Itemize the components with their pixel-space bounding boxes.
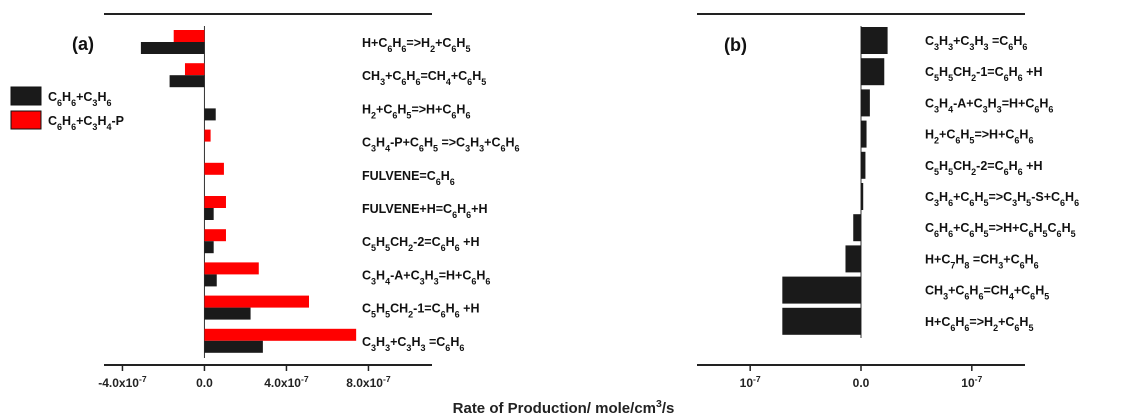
bar-black <box>140 42 205 54</box>
legend-label: C6H6+C3H4-P <box>48 114 124 132</box>
bar-red <box>204 229 226 242</box>
category-label: C5H5CH2-2=C6H6 +H <box>362 235 480 253</box>
bar-black <box>204 241 214 254</box>
category-label: FULVENE=C6H6 <box>362 169 455 187</box>
bar <box>845 245 861 273</box>
x-tick-label: 10-7 <box>961 374 982 390</box>
category-label: H+C6H6=>H2+C6H5 <box>925 315 1033 333</box>
x-tick-label: 4.0x10-7 <box>264 374 309 390</box>
x-tick-label: 8.0x10-7 <box>346 374 391 390</box>
chart-canvas: -4.0x10-7 0.0 4.0x10-7 8.0x10-7 (a) H+C6H6=>H… <box>10 13 1079 390</box>
bar-black <box>204 208 214 220</box>
bar-black <box>204 307 251 320</box>
category-label: C6H6+C6H5=>H+C6H5C6H5 <box>925 221 1076 239</box>
bar <box>782 276 861 304</box>
category-label: C5H5CH2-1=C6H6 +H <box>925 65 1043 83</box>
category-label: C3H3+C3H3 =C6H6 <box>362 335 464 353</box>
bar <box>861 120 867 148</box>
x-axis-label: Rate of Production/ mole/cm3/s <box>452 398 675 417</box>
x-tick-label: 0.0 <box>196 376 213 390</box>
bar-black <box>204 340 263 353</box>
bar <box>861 151 866 179</box>
bar-black <box>204 274 217 287</box>
bar-red <box>204 129 211 142</box>
panel-a: -4.0x10-7 0.0 4.0x10-7 8.0x10-7 (a) H+C6H6=>H… <box>10 13 520 390</box>
category-label: H+C7H8 =CH3+C6H6 <box>925 252 1039 270</box>
category-label: C5H5CH2-2=C6H6 +H <box>925 159 1043 177</box>
bar <box>861 183 864 210</box>
bar-red <box>184 63 205 76</box>
category-label: H2+C6H5=>H+C6H6 <box>362 102 470 120</box>
category-label: C3H6+C6H5=>C3H5-S+C6H6 <box>925 190 1079 208</box>
panel-b: 10-7 0.0 10-7 (b) C3H3+C3H3 =C6H6C5H5CH2-1=C… <box>697 13 1079 390</box>
bar <box>861 58 885 86</box>
category-label: C3H4-P+C6H5 =>C3H3+C6H6 <box>362 136 520 154</box>
x-tick-label: 10-7 <box>740 374 761 390</box>
category-label: H2+C6H5=>H+C6H6 <box>925 128 1033 146</box>
category-label: C3H4-A+C3H3=H+C6H6 <box>925 96 1053 114</box>
bar-red <box>204 328 357 341</box>
bar-red <box>173 30 205 42</box>
category-label: C5H5CH2-1=C6H6 +H <box>362 302 480 320</box>
legend-label: C6H6+C3H6 <box>48 90 111 108</box>
legend-swatch <box>10 86 42 106</box>
bar <box>861 27 888 54</box>
legend-swatch <box>10 110 42 130</box>
bar-red <box>204 162 224 175</box>
category-label: CH3+C6H6=CH4+C6H5 <box>362 69 486 87</box>
bar <box>782 307 861 335</box>
category-label: C3H3+C3H3 =C6H6 <box>925 34 1027 52</box>
category-label: C3H4-A+C3H3=H+C6H6 <box>362 268 490 286</box>
category-label: FULVENE+H=C6H6+H <box>362 202 487 220</box>
panel-label: (b) <box>724 35 747 55</box>
bar-red <box>204 295 309 308</box>
bar-black <box>204 108 216 121</box>
bar-red <box>204 262 259 275</box>
category-label: H+C6H6=>H2+C6H5 <box>362 36 470 54</box>
category-label: CH3+C6H6=CH4+C6H5 <box>925 284 1049 302</box>
bar-black <box>169 75 205 88</box>
x-tick-label: -4.0x10-7 <box>98 374 147 390</box>
bar <box>861 89 870 117</box>
bar <box>853 214 861 242</box>
panel-label: (a) <box>72 34 94 54</box>
bar-red <box>204 196 226 208</box>
x-tick-label: 0.0 <box>853 376 870 390</box>
